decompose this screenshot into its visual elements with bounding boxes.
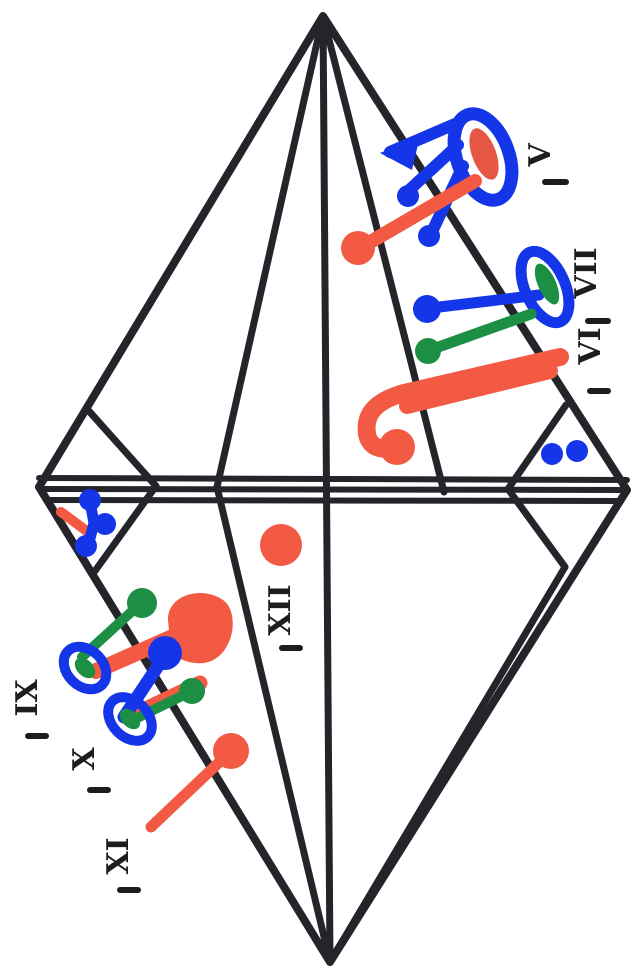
blue-ring-ix-outer [58,641,112,695]
red-rod-upper [88,619,203,679]
blue-ring-v-inner [469,128,499,180]
blue-dot-left-cap-2 [94,513,116,535]
blue-dot-right-2 [566,440,588,462]
green-rod-vii [424,308,537,356]
label-x: X [67,747,102,771]
lower-edge-right [326,563,569,966]
blue-wedge-v [380,136,420,170]
green-ring-vii-inner [534,263,560,305]
red-dot-xii [260,524,302,566]
green-bead-x [179,678,205,704]
blue-bead-vii [413,295,441,323]
blue-ring-vii-outer [515,245,575,329]
annotation-group-lower-left [58,524,302,833]
green-bead-ix [127,588,157,618]
right-cap [504,401,570,571]
upper-edge-left [213,12,327,491]
blue-bead-x [148,636,182,670]
blue-rod-vii [425,289,545,314]
lower-edge-left [213,483,334,966]
green-ring-x-inner [119,708,141,730]
red-stub-left-cap [56,507,93,537]
label-vi: VI [573,327,608,365]
labels-group: V VII VI XII IX X XI [10,143,611,893]
blue-ring-v-outer [447,107,519,207]
label-xi: XI [101,837,136,874]
red-bead-xi [213,733,249,769]
red-bead-v [341,231,375,265]
label-ix: IX [10,679,45,717]
annotation-group-upper-right [341,107,588,465]
equator-mid [38,486,630,493]
red-bead-vi [379,429,415,465]
blue-dot-left-cap-3 [75,535,97,557]
label-v: V [523,143,558,168]
blue-bead-v2 [418,225,440,247]
red-rod-vi [399,363,558,414]
left-cap [84,406,160,575]
blue-dot-left-cap-1 [79,489,101,511]
green-ring-ix-inner [74,657,96,679]
red-rod-xi [145,746,236,833]
upper-edge-right [319,12,448,496]
equator-top [36,475,630,483]
equator-bottom [45,497,624,504]
bipyramid-outline [35,12,631,966]
blue-bead-v1 [397,185,419,207]
annotation-group-left-cap [56,489,116,557]
green-bead-vii [415,338,441,364]
red-rod-v [353,174,482,255]
blue-ring-x-outer [103,692,157,746]
label-vii: VII [569,247,604,299]
label-xii: XII [263,584,298,635]
blue-dot-right-1 [541,443,563,465]
